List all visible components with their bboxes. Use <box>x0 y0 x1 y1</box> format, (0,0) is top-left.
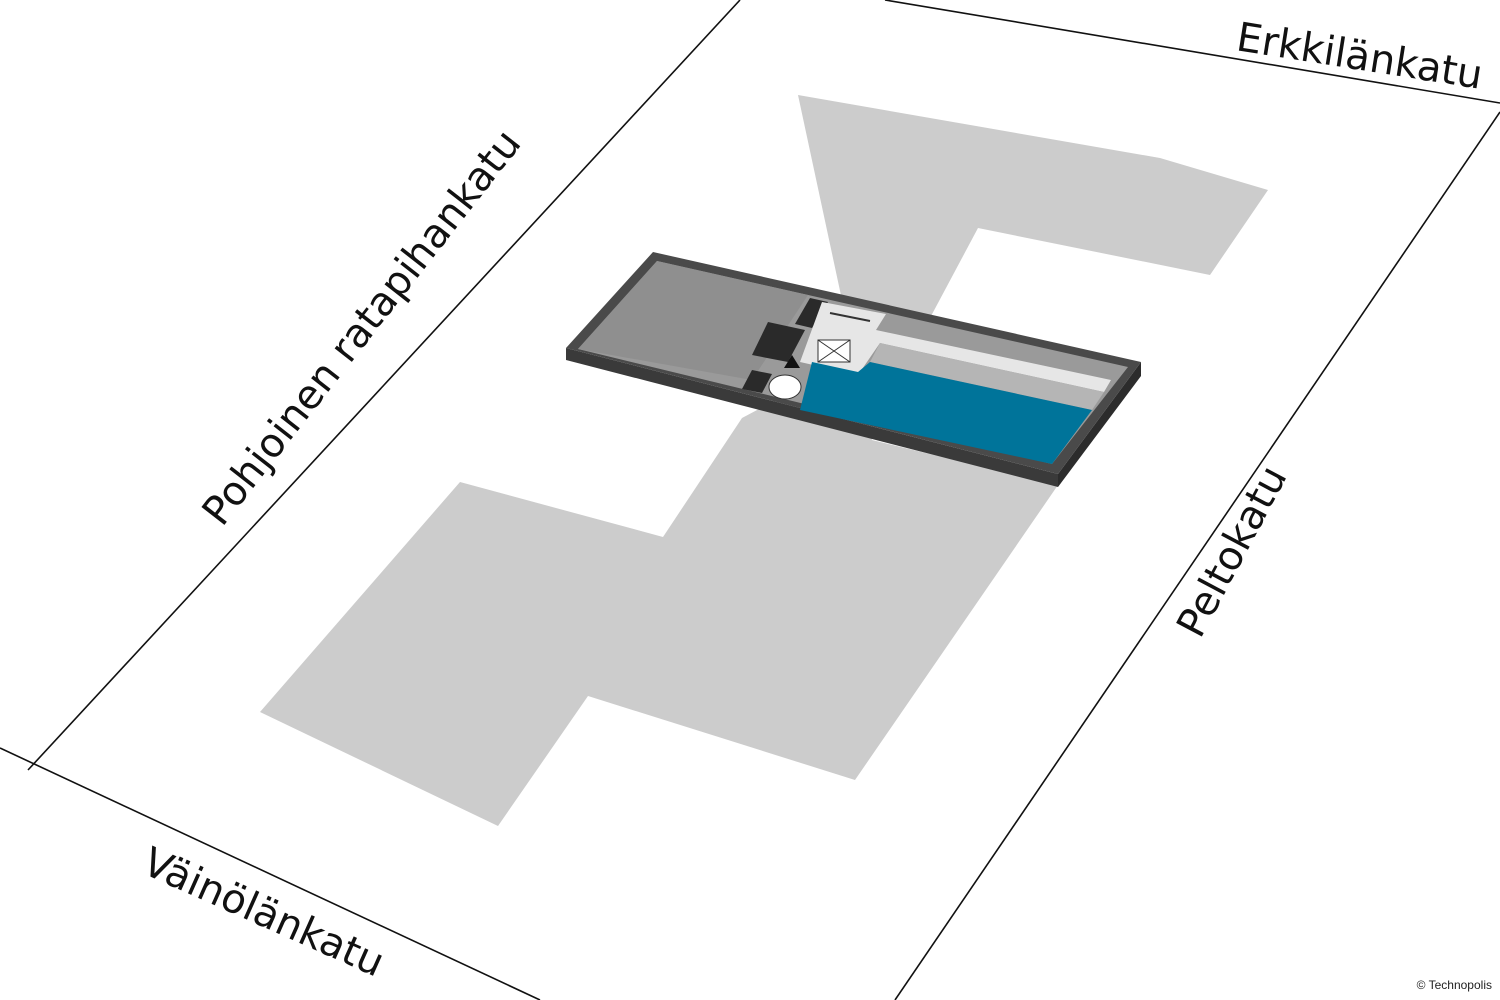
floor-slab-side <box>566 348 1058 487</box>
elevator-icon-cross-b <box>817 339 851 363</box>
highlighted-space[interactable] <box>800 362 1092 464</box>
street-line-peltokatu <box>894 111 1500 1000</box>
street-line-pohjoinen-ratapihankatu <box>27 0 741 771</box>
street-line-erkkilankatu <box>884 0 1500 104</box>
space-west <box>578 261 808 380</box>
floor-slab-side-right <box>1058 362 1141 487</box>
street-line-vainolankatu <box>0 747 541 1000</box>
entrance-arrow-icon <box>784 355 800 368</box>
street-label-pohjoinen-ratapihankatu: Pohjoinen ratapihankatu <box>194 121 531 534</box>
corridor-lower <box>870 343 1104 410</box>
core-block-c <box>742 370 772 393</box>
core-block-b <box>795 298 828 328</box>
core-block-a <box>752 322 805 362</box>
copyright-credit: © Technopolis <box>1416 978 1492 992</box>
corridor <box>800 302 1111 392</box>
floor-plan[interactable] <box>566 252 1141 487</box>
street-label-erkkilankatu: Erkkilänkatu <box>1233 14 1485 98</box>
street-label-peltokatu: Peltokatu <box>1168 458 1296 644</box>
building-footprint <box>260 95 1268 826</box>
spiral-stair-icon <box>768 374 802 400</box>
stairs-icon <box>829 312 871 322</box>
